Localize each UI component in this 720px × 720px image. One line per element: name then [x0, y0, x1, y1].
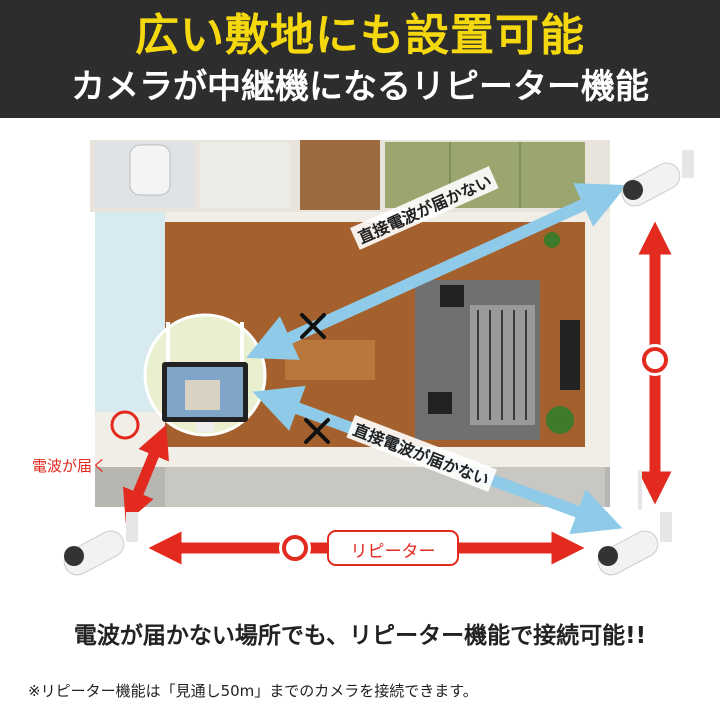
camera-icon	[63, 512, 138, 576]
short-signal-arrow	[110, 410, 169, 524]
footer-note: ※リピーター機能は「見通し50m」までのカメラを接続できます。	[28, 682, 478, 700]
upper-rooms	[90, 140, 610, 212]
label-repeater: リピーター	[350, 542, 436, 562]
cross-mark-icon	[300, 313, 330, 444]
label-signal-reaches: 電波が届く	[32, 457, 108, 475]
page-title: 広い敷地にも設置可能	[135, 10, 585, 61]
camera-icon	[621, 150, 694, 207]
monitor-icon	[143, 313, 267, 437]
camera-icon	[597, 470, 672, 576]
footer-headline: 電波が届かない場所でも、リピーター機能で接続可能!!	[73, 623, 647, 649]
floor-plan-illustration	[63, 140, 694, 576]
horizontal-repeater-arrow	[148, 530, 585, 566]
header-banner: 広い敷地にも設置可能 カメラが中継機になるリピーター機能	[0, 0, 720, 118]
page-subtitle: カメラが中継機になるリピーター機能	[71, 67, 649, 107]
vertical-repeater-arrow	[638, 221, 672, 505]
